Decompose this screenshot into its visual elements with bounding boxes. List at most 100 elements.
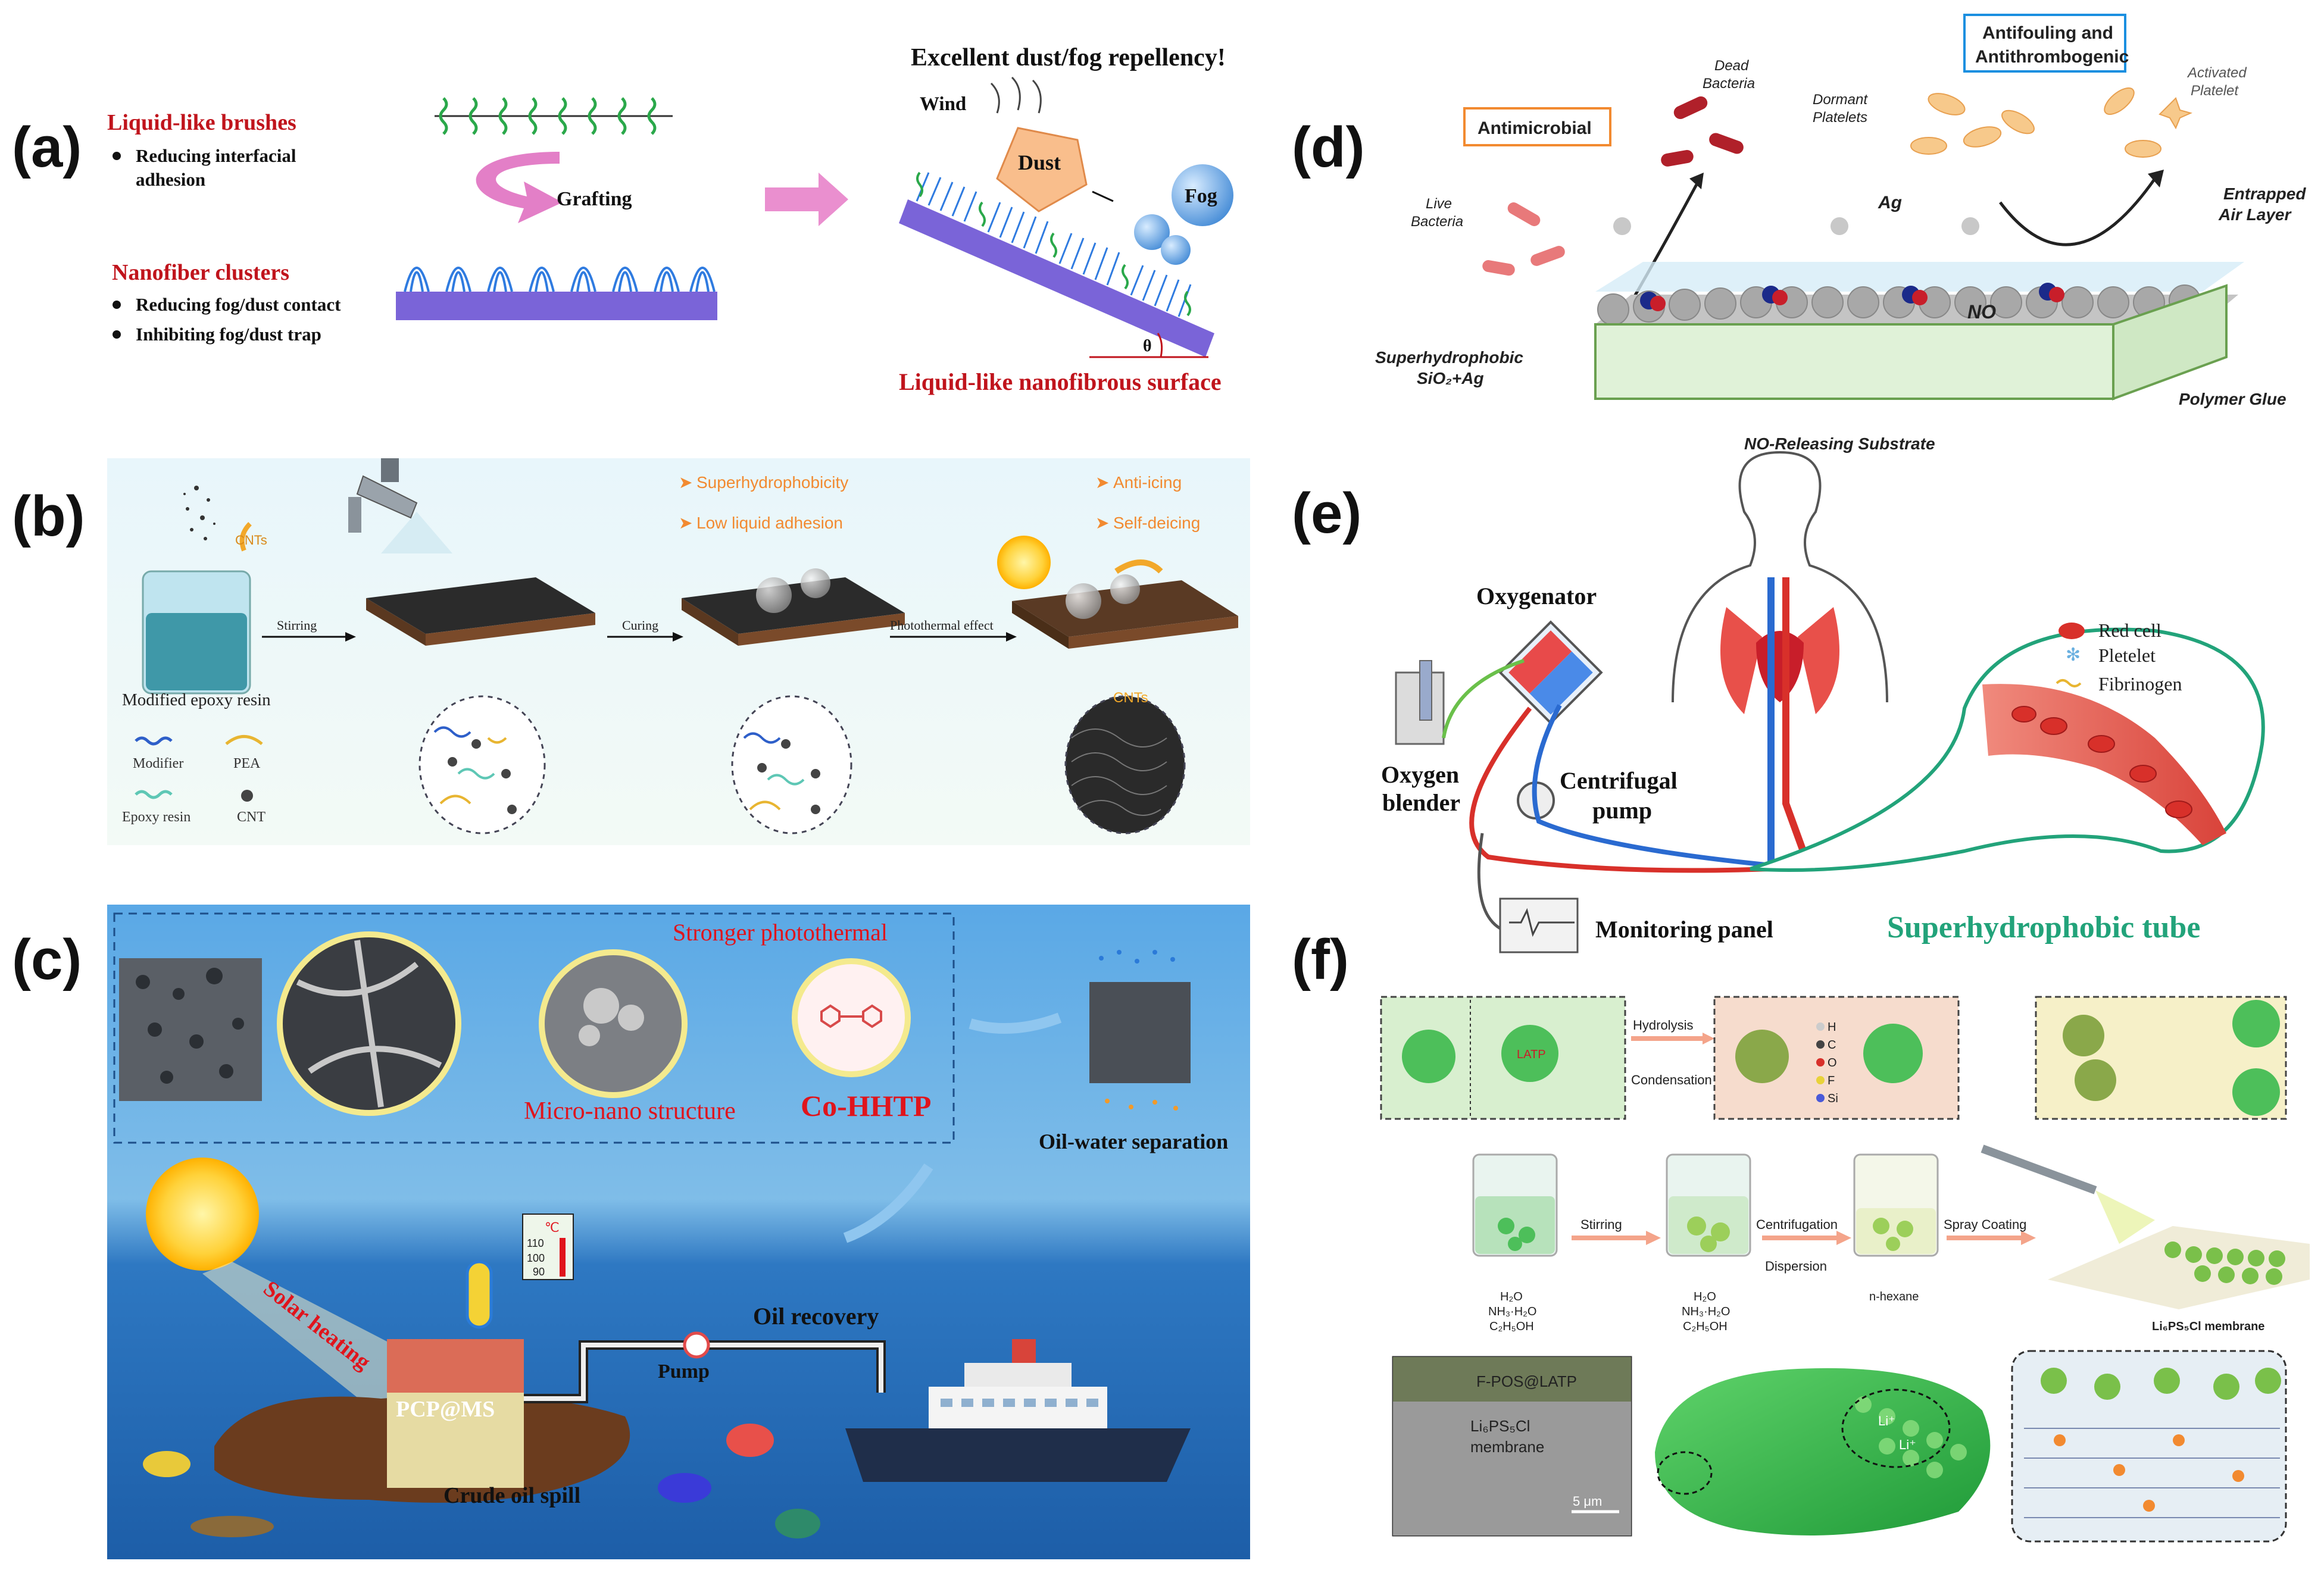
oxygen-blender-label-1: Oxygen — [1381, 761, 1459, 788]
solvent-1b: NH₃·H₂O — [1488, 1305, 1536, 1318]
panel-c: (c) Stronger photothermal Micro-nano str… — [12, 905, 1250, 1559]
red-cell-icon — [2011, 706, 2192, 818]
tilted-substrate — [899, 171, 1214, 357]
coated-plate-3 — [1012, 574, 1238, 649]
bullet-interfacial-adhesion-cont: adhesion — [136, 169, 205, 190]
stirring-f-label: Stirring — [1580, 1217, 1622, 1232]
bullet-interfacial-adhesion: Reducing interfacial — [136, 145, 296, 166]
micro-nano-label: Micro-nano structure — [524, 1097, 736, 1125]
thermometer-icon — [466, 1260, 493, 1329]
beaker-3-icon — [1853, 1153, 1939, 1257]
temp-90: 90 — [533, 1266, 545, 1278]
air-layer — [1595, 262, 2244, 292]
modified-epoxy-label: Modified epoxy resin — [122, 690, 271, 709]
bullet-dot — [113, 301, 121, 309]
dormant-label-2: Platelets — [1813, 110, 1867, 126]
fog-droplet — [1134, 214, 1170, 250]
solvent-2a: H₂O — [1694, 1290, 1716, 1303]
red-cell-legend-icon — [2059, 623, 2085, 639]
panel-a-letter: (a) — [12, 115, 82, 179]
legend-modifier: Modifier — [133, 756, 183, 771]
fibrinogen-legend-icon — [2056, 679, 2082, 687]
beaker-2-icon — [1666, 1153, 1751, 1257]
ship-icon — [845, 1339, 1191, 1482]
legend-c: C — [1828, 1039, 1836, 1052]
deicing-arrow-icon — [1114, 559, 1163, 574]
feature-anti-icing: Anti-icing — [1113, 473, 1182, 492]
coated-particle-icon — [1735, 1030, 1789, 1083]
dust-motion-arrow-icon — [1092, 190, 1114, 202]
human-body-outline — [1672, 451, 1888, 703]
entrapped-label-1: Entrapped — [2223, 184, 2306, 203]
li-ion-label: Li⁺ — [1899, 1437, 1916, 1452]
zoom-ellipse-left — [1657, 1451, 1713, 1495]
nhexane-label: n-hexane — [1869, 1290, 1919, 1303]
nanofibrous-surface-caption: Liquid-like nanofibrous surface — [899, 368, 1222, 395]
coated-plate-2 — [682, 568, 905, 646]
fpos-label: F-POS@LATP — [1476, 1372, 1577, 1390]
live-bacteria-label-1: Live — [1426, 196, 1452, 212]
bullet-dot — [113, 152, 121, 160]
hydrolysis-label: Hydrolysis — [1633, 1018, 1693, 1033]
feature-arrow-icon: ➤ — [1095, 514, 1109, 532]
dormant-label-1: Dormant — [1813, 92, 1868, 108]
beaker-icon — [142, 486, 251, 695]
temp-110: 110 — [527, 1237, 544, 1249]
process-arrow-icon — [765, 173, 848, 226]
superhydrophobic-tube-label: Superhydrophobic tube — [1887, 911, 2200, 944]
fish-icon — [190, 1516, 274, 1537]
fish-icon — [658, 1473, 711, 1503]
fog-droplet-large — [1172, 164, 1233, 226]
curing-label: Curing — [622, 618, 658, 633]
panel-b-letter: (b) — [12, 484, 85, 548]
sun-icon — [997, 536, 1051, 589]
airbrush-icon — [1981, 1144, 2097, 1194]
panel-d-letter: (d) — [1292, 115, 1365, 179]
zoom-circle-3 — [1064, 695, 1186, 834]
theta-label: θ — [1143, 337, 1152, 355]
centrifugal-label-2: pump — [1592, 797, 1652, 824]
zoom-circle-1 — [418, 695, 546, 834]
centrifugation-label: Centrifugation — [1756, 1217, 1838, 1232]
pcp-ms-label: PCP@MS — [396, 1397, 495, 1422]
legend-si: Si — [1828, 1092, 1838, 1105]
fish-icon — [143, 1451, 190, 1477]
no-label: NO — [1967, 301, 1996, 323]
green-membrane-leaf — [1655, 1368, 1991, 1535]
oxygen-blender-label-2: blender — [1382, 789, 1460, 816]
live-bacteria-label-2: Bacteria — [1411, 214, 1463, 230]
wind-arrows-icon — [990, 76, 1042, 114]
liquid-brush-row — [435, 97, 673, 135]
pletelet-label: Pletelet — [2098, 645, 2156, 666]
solvent-1c: C₂H₅OH — [1489, 1320, 1534, 1333]
feature-superhydrophobicity: Superhydrophobicity — [696, 473, 848, 492]
condensation-label: Condensation — [1631, 1072, 1712, 1087]
red-cell-label: Red cell — [2098, 620, 2161, 641]
cnts-top-label: CNTs — [235, 533, 267, 548]
dispersion-label: Dispersion — [1765, 1259, 1827, 1274]
activated-platelet-icon — [2104, 87, 2192, 158]
molecule-icon — [820, 1004, 882, 1028]
fish-icon — [775, 1509, 820, 1538]
monitoring-panel-icon — [1499, 897, 1579, 953]
dust-fog-headline: Excellent dust/fog repellency! — [911, 44, 1226, 71]
cnt-pour-arrow-icon — [239, 522, 252, 552]
superhydrophobic-label-1: Superhydrophobic — [1375, 348, 1523, 367]
platelet-legend-icon: ✻ — [2066, 645, 2081, 665]
superhydrophobic-label-2: SiO₂+Ag — [1417, 369, 1484, 387]
latp-particle-icon — [1501, 1025, 1558, 1082]
dead-bacteria-label-1: Dead — [1714, 58, 1749, 74]
live-bacteria-icon — [1482, 202, 1565, 276]
feature-self-deicing: Self-deicing — [1113, 514, 1200, 532]
bullet-fog-dust-contact: Reducing fog/dust contact — [136, 294, 341, 315]
nanofiber-clusters-title: Nanofiber clusters — [112, 260, 289, 285]
feature-arrow-icon: ➤ — [679, 514, 692, 532]
fog-label: Fog — [1185, 185, 1217, 207]
dust-particle — [996, 127, 1088, 212]
legend-h: H — [1828, 1021, 1836, 1034]
substrate-front — [1594, 323, 2114, 400]
modifier-legend-icon — [135, 736, 173, 746]
antifouling-label-2: Antithrombogenic — [1975, 47, 2129, 67]
antimicrobial-box — [1463, 107, 1611, 146]
